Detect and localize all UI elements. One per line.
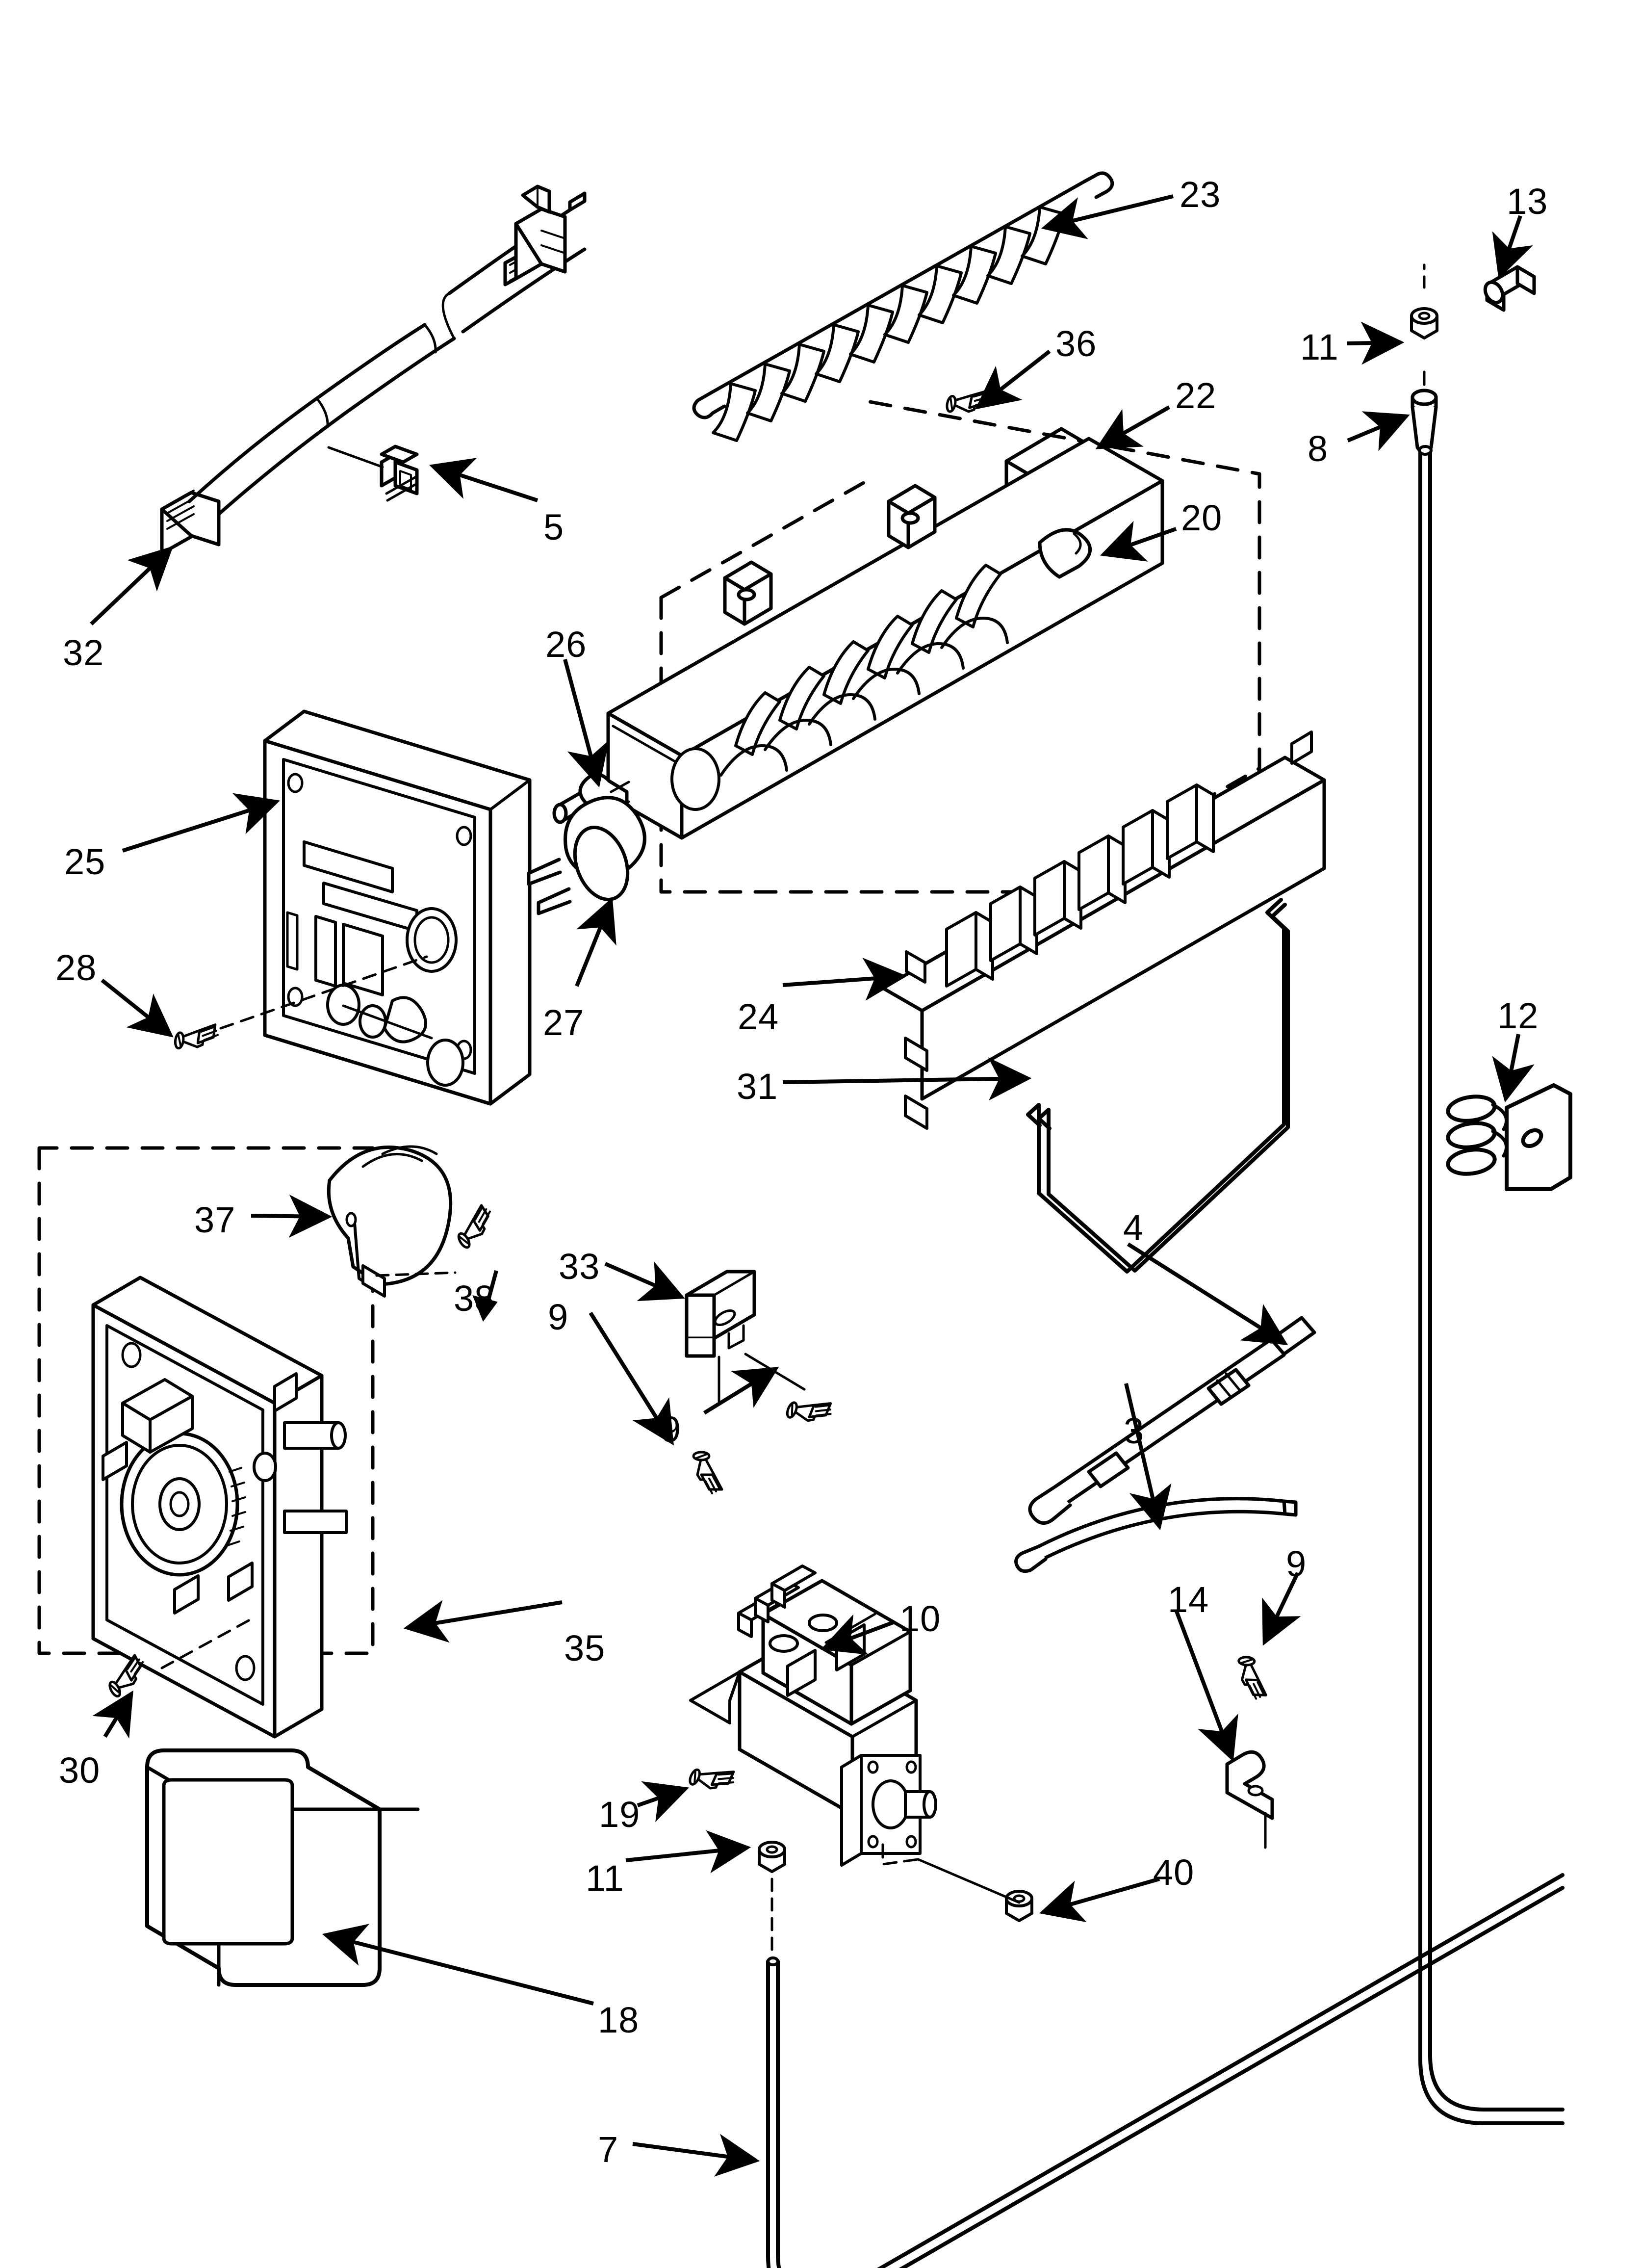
- leader-9a: [589, 1311, 674, 1446]
- leader-36: [975, 349, 1051, 410]
- callout-18: 18: [598, 2000, 640, 2040]
- mounting-bracket-part: [1446, 1083, 1572, 1191]
- water-tube-grommet-part: [1411, 370, 1438, 455]
- callout-38: 38: [454, 1278, 495, 1319]
- callout-13: 13: [1507, 181, 1548, 222]
- callout-35: 35: [564, 1628, 606, 1668]
- callout-22: 22: [1175, 375, 1217, 416]
- callout-10: 10: [899, 1598, 941, 1639]
- callout-37: 37: [194, 1199, 236, 1240]
- leader-10: [821, 1614, 896, 1655]
- leader-7: [632, 2134, 760, 2177]
- callout-12: 12: [1497, 995, 1539, 1036]
- callout-4: 4: [1123, 1207, 1144, 1248]
- leader-24: [782, 958, 907, 1001]
- ice-stripper-part: [881, 730, 1326, 1130]
- callout-11-bottom: 11: [586, 1858, 624, 1899]
- callout-31: 31: [737, 1066, 778, 1107]
- ejector-arm-part: [692, 171, 1114, 442]
- leader-12: [1492, 1034, 1535, 1103]
- callout-14: 14: [1168, 1579, 1209, 1620]
- leader-30: [92, 1690, 133, 1739]
- callout-20: 20: [1181, 497, 1223, 538]
- leader-18: [322, 1924, 594, 2006]
- screw-28-part: [175, 1019, 219, 1053]
- leader-37: [251, 1194, 333, 1238]
- water-tube-fitting-part: [1483, 265, 1536, 312]
- shutoff-arm-part: [1026, 898, 1290, 1274]
- water-valve-tube-part: [1028, 1316, 1316, 1525]
- callout-11-top: 11: [1300, 327, 1339, 367]
- leader-23: [1041, 194, 1174, 239]
- callout-9-b: 9: [661, 1409, 682, 1450]
- callout-24: 24: [738, 996, 779, 1037]
- callout-28: 28: [55, 947, 97, 988]
- nut-40-part: [1006, 1891, 1032, 1921]
- icemaker-cover-housing-part: [263, 709, 532, 1106]
- leader-40: [1039, 1877, 1160, 1923]
- leader-5: [429, 458, 539, 502]
- screw-9c-part: [1237, 1657, 1267, 1699]
- leader-25: [122, 793, 280, 853]
- group-dash-35: [37, 1146, 375, 1655]
- water-inlet-valve-part: [689, 1564, 937, 1867]
- callout-40: 40: [1153, 1852, 1195, 1893]
- leader-19: [637, 1781, 689, 1823]
- nut-bottom-part: [759, 1842, 785, 1872]
- leader-35: [403, 1600, 563, 1643]
- callout-27: 27: [543, 1002, 585, 1043]
- callout-30: 30: [59, 1750, 101, 1791]
- leader-11a: [1346, 321, 1405, 365]
- callout-9-c: 9: [1286, 1543, 1307, 1584]
- leader-9c: [1262, 1572, 1301, 1646]
- leader-26: [563, 658, 609, 788]
- leader-9b: [703, 1367, 779, 1415]
- callout-5: 5: [543, 507, 564, 547]
- motor-part: [527, 796, 646, 915]
- callout-9-a: 9: [548, 1297, 569, 1337]
- nut-top-part: [1411, 309, 1437, 338]
- callout-26: 26: [545, 624, 587, 665]
- leader-22: [1095, 405, 1170, 449]
- bracket-clip-part: [685, 1270, 756, 1358]
- motor-cover-part: [327, 1145, 453, 1298]
- leader-11b: [625, 1830, 751, 1874]
- callout-33: 33: [559, 1246, 600, 1287]
- leader-33: [604, 1261, 685, 1302]
- motor-gear-plate-part: [91, 1276, 348, 1739]
- leader-8: [1347, 411, 1410, 451]
- callout-7: 7: [598, 2129, 619, 2170]
- leader-4: [1127, 1242, 1288, 1345]
- wire-harness-part: [160, 184, 587, 555]
- door-gasket-part: [145, 1748, 420, 1987]
- callout-32: 32: [63, 632, 104, 673]
- tube-clamp-part: [1225, 1750, 1274, 1820]
- screw-38-part: [450, 1203, 500, 1250]
- callout-23: 23: [1180, 174, 1221, 215]
- leader-13: [1492, 215, 1533, 279]
- callout-36: 36: [1055, 323, 1097, 364]
- leader-20: [1100, 521, 1177, 562]
- screw-19-part: [688, 1757, 737, 1799]
- leader-14: [1174, 1609, 1238, 1762]
- callout-3: 3: [1124, 1410, 1145, 1451]
- screw-9a-part: [693, 1452, 722, 1493]
- leader-3: [1124, 1383, 1172, 1531]
- callout-8: 8: [1308, 428, 1329, 469]
- callout-19: 19: [599, 1794, 641, 1835]
- screw-9b-part: [785, 1389, 834, 1431]
- callout-25: 25: [64, 841, 106, 882]
- leader-31: [782, 1057, 1032, 1101]
- leader-32: [90, 546, 174, 626]
- leader-28: [101, 978, 174, 1038]
- icemaker-mold-body-part: [552, 437, 1164, 871]
- leader-27: [575, 897, 616, 987]
